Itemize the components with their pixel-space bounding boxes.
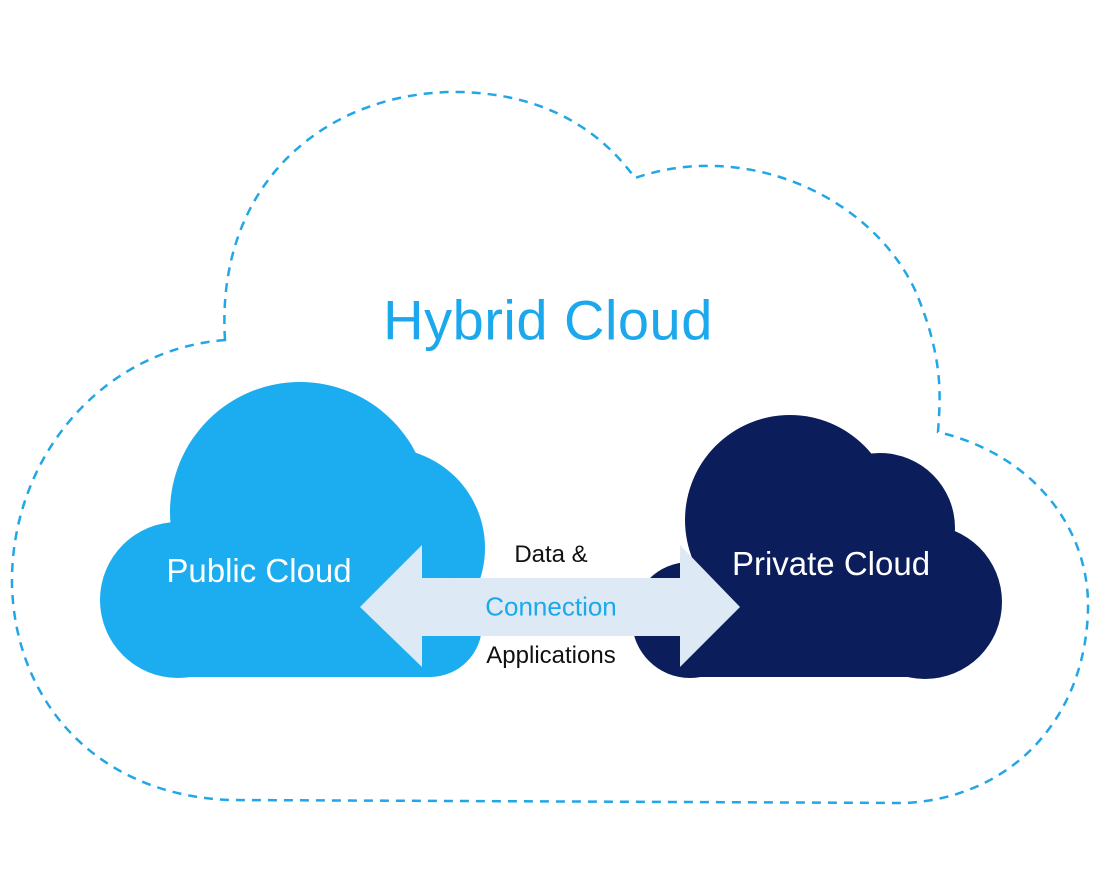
link-center-label: Connection [485,591,617,622]
public-cloud-label: Public Cloud [166,552,352,589]
link-top-label: Data & [514,541,588,568]
private-cloud-label: Private Cloud [731,545,931,582]
link-bottom-label: Applications [486,642,616,669]
connection-arrow [360,545,740,667]
diagram-title: Hybrid Cloud [383,288,713,352]
hybrid-cloud-outline [10,90,1090,805]
